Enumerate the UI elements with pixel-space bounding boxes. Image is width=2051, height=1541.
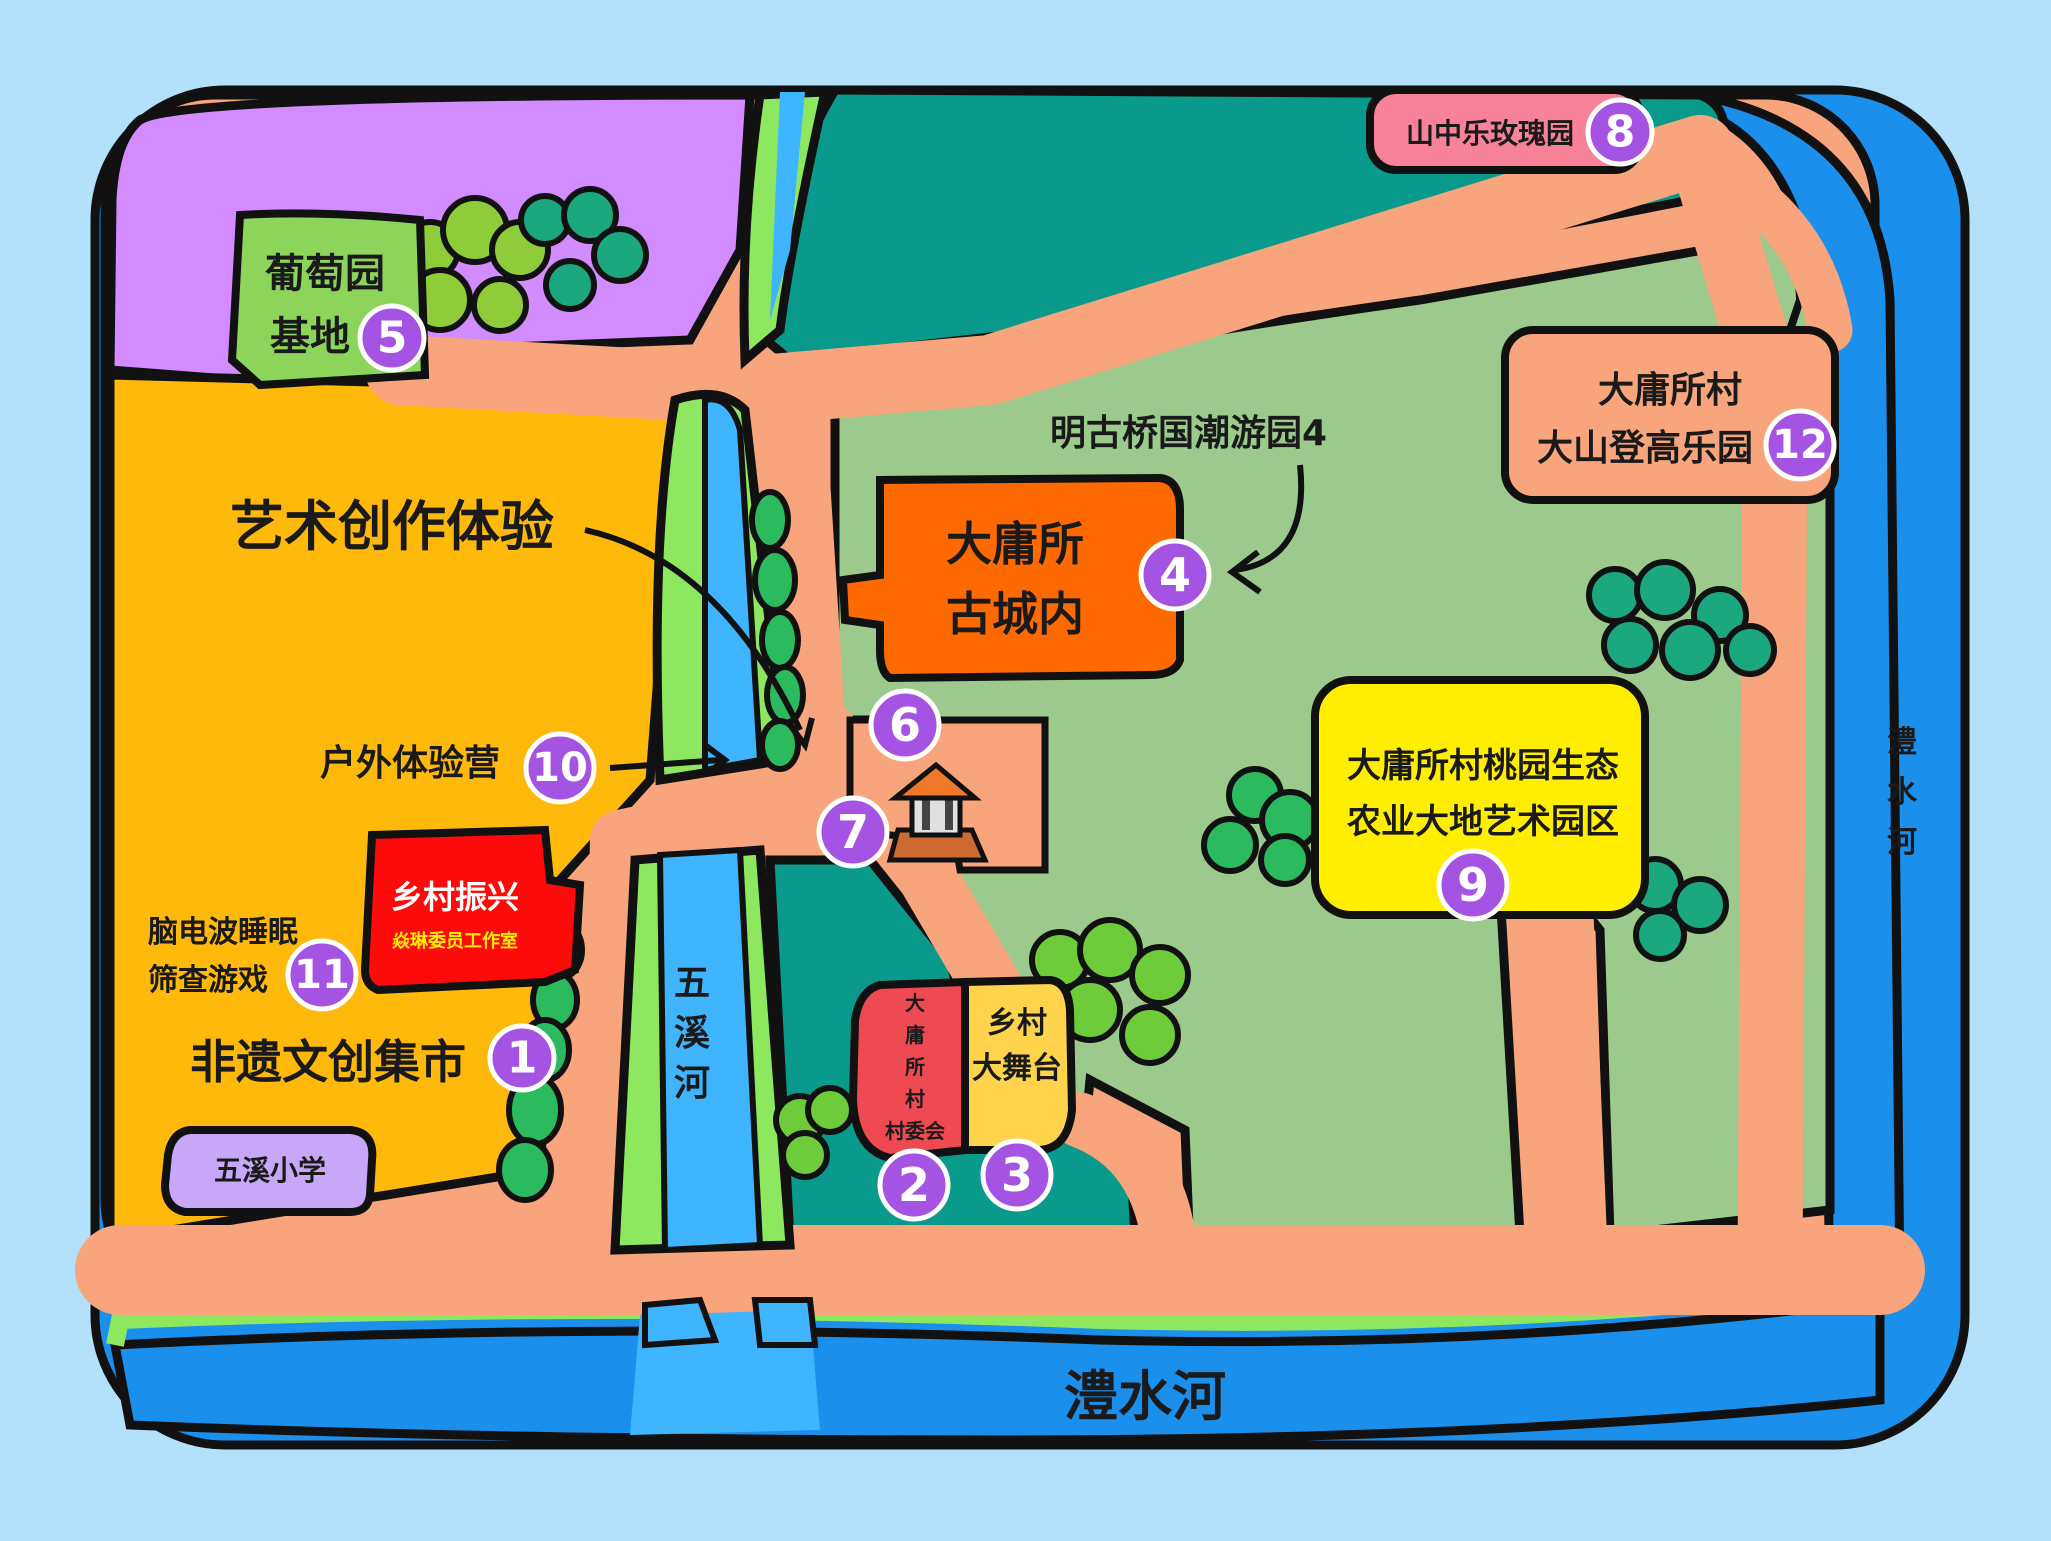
stage-label-2: 大舞台	[972, 1051, 1062, 1086]
outdoor-arrow	[609, 757, 721, 771]
old-city-box[interactable]: 大庸所 古城内	[838, 473, 1184, 683]
svg-text:11: 11	[294, 952, 350, 998]
bridge-label: 明古桥国潮游园4	[1050, 413, 1327, 454]
eeg-label-2: 筛查游戏	[148, 963, 268, 998]
village-revival-box[interactable]: 乡村振兴 焱琳委员工作室	[360, 825, 585, 995]
climb-box[interactable]: 大庸所村 大山登高乐园	[1501, 326, 1839, 504]
pin-1[interactable]: 1	[487, 1023, 557, 1093]
river-right-label-1: 澧	[1887, 725, 1917, 760]
stream-label-1: 五	[674, 963, 710, 1004]
village-title: 乡村振兴	[391, 878, 519, 916]
pin-11[interactable]: 11	[285, 938, 359, 1012]
committee-stage-box[interactable]: 大 庸 所 村 村委会 乡村 大舞台	[848, 975, 1077, 1163]
pin-5[interactable]: 5	[357, 303, 427, 373]
grape-label-1: 葡萄园	[265, 251, 385, 297]
pin-12[interactable]: 12	[1763, 408, 1837, 482]
river-bottom-label: 澧水河	[1064, 1365, 1226, 1428]
svg-text:2: 2	[898, 1158, 930, 1212]
stage-label-1: 乡村	[987, 1006, 1047, 1041]
svg-text:4: 4	[1159, 548, 1191, 602]
roads	[75, 115, 1925, 1315]
committee-char-4: 村	[905, 1087, 925, 1111]
climb-label-1: 大庸所村	[1598, 369, 1742, 411]
climb-label-2: 大山登高乐园	[1537, 428, 1753, 469]
outdoor-label: 户外体验营	[320, 743, 500, 784]
svg-text:8: 8	[1605, 107, 1636, 158]
grape-label-2: 基地	[270, 314, 350, 360]
old-city-label-1: 大庸所	[946, 517, 1084, 571]
pin-10[interactable]: 10	[523, 731, 597, 805]
pavilion-icon	[846, 716, 1049, 874]
pin-2[interactable]: 2	[877, 1148, 951, 1222]
school-label: 五溪小学	[214, 1154, 326, 1187]
pin-3[interactable]: 3	[980, 1138, 1054, 1212]
stream-label-3: 河	[674, 1063, 710, 1104]
market-label: 非遗文创集市	[190, 1035, 466, 1089]
school-box[interactable]: 五溪小学	[160, 1126, 377, 1216]
pin-6[interactable]: 6	[868, 688, 942, 762]
svg-text:10: 10	[532, 745, 588, 791]
peach-label-2: 农业大地艺术园区	[1347, 802, 1619, 842]
tree-clusters	[399, 186, 1777, 1203]
art-label: 艺术创作体验	[230, 495, 554, 558]
river-right-label-3: 河	[1887, 825, 1917, 860]
svg-text:12: 12	[1772, 422, 1828, 468]
stream-label-2: 溪	[674, 1013, 710, 1054]
peach-label-1: 大庸所村桃园生态	[1347, 746, 1619, 786]
pin-7[interactable]: 7	[816, 795, 890, 869]
river-right-label-2: 水	[1887, 775, 1918, 810]
committee-char-1: 大	[905, 991, 925, 1015]
svg-text:9: 9	[1457, 858, 1489, 912]
old-city-label-2: 古城内	[946, 587, 1084, 641]
svg-text:6: 6	[889, 698, 921, 752]
eeg-label-1: 脑电波睡眠	[148, 915, 298, 950]
art-arrow	[584, 527, 803, 732]
pin-4[interactable]: 4	[1138, 538, 1212, 612]
village-sub: 焱琳委员工作室	[391, 930, 518, 952]
svg-text:1: 1	[507, 1033, 538, 1084]
committee-char-2: 庸	[905, 1023, 925, 1047]
svg-text:3: 3	[1001, 1148, 1033, 1202]
committee-char-5: 村委会	[885, 1119, 945, 1143]
svg-text:5: 5	[377, 313, 408, 364]
pin-9[interactable]: 9	[1436, 848, 1510, 922]
committee-char-3: 所	[905, 1055, 925, 1079]
bridge-arrow	[1234, 464, 1305, 573]
stream-wuxi	[610, 87, 831, 1435]
pin-8[interactable]: 8	[1585, 97, 1655, 167]
rose-label: 山中乐玫瑰园	[1406, 117, 1574, 150]
svg-text:7: 7	[837, 805, 869, 859]
